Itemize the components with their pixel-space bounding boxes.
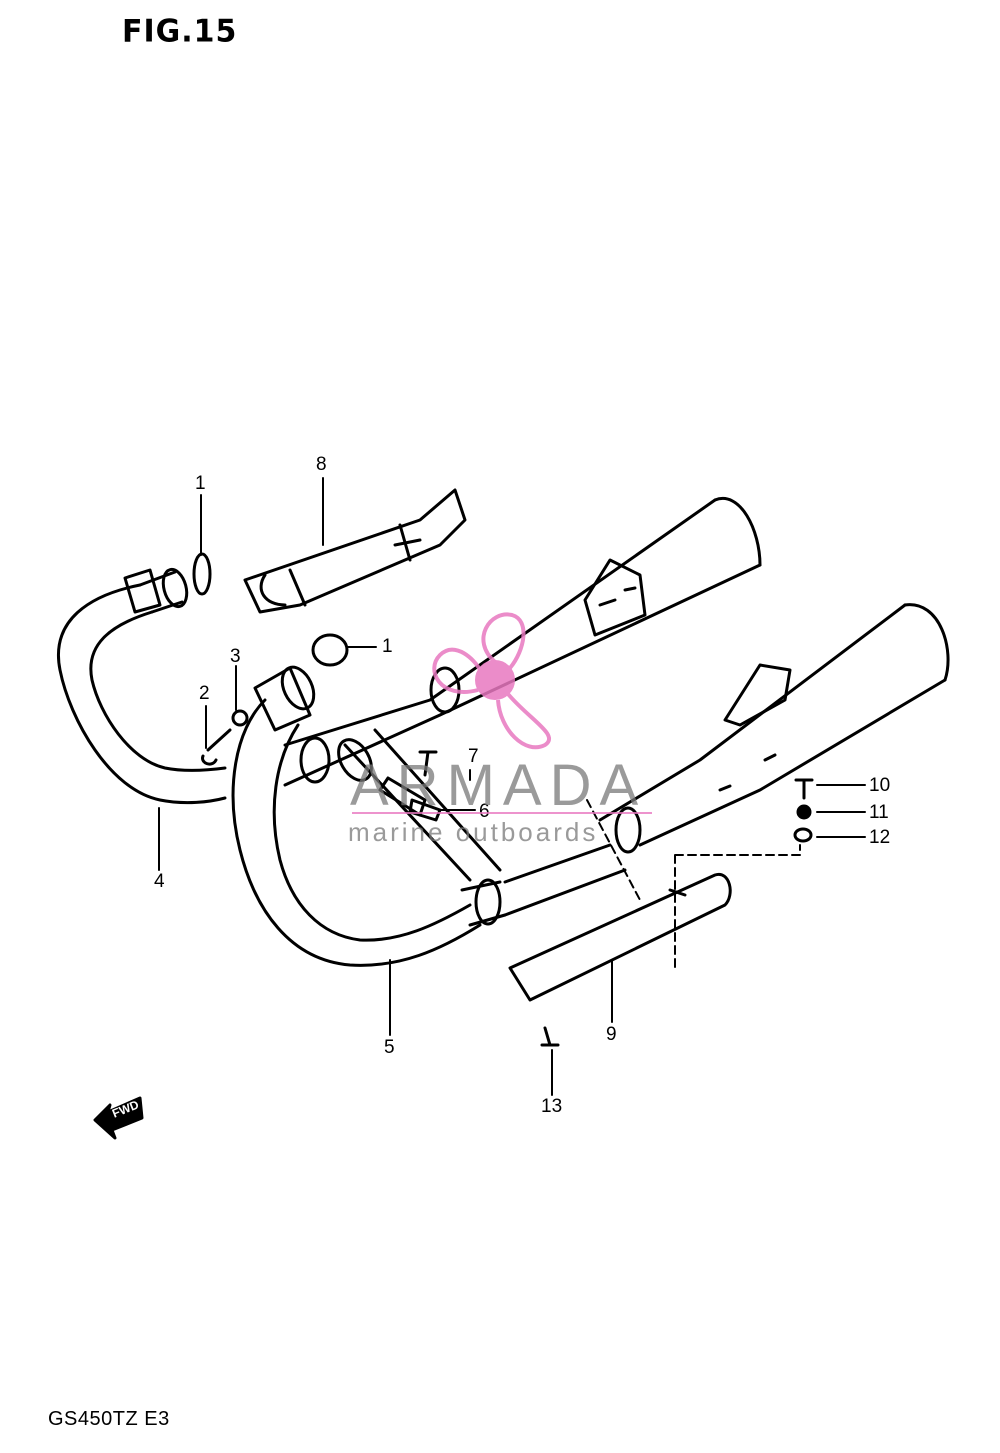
screw-13 <box>540 1026 560 1047</box>
bolt-7 <box>418 750 438 777</box>
callout-screw-shield: 13 <box>541 1096 563 1117</box>
figure-title: FIG.15 <box>122 13 238 50</box>
callout-clamp: 6 <box>479 802 490 821</box>
callout-exhaust-pipe-left: 4 <box>154 871 165 892</box>
leader-lines <box>158 477 866 1096</box>
callout-clamp-bolt: 7 <box>468 746 479 767</box>
callout-gasket-upper: 1 <box>195 473 206 494</box>
callout-gasket-lower: 1 <box>382 636 393 657</box>
muffler-upper <box>283 496 762 787</box>
watermark-tagline: marine outboards <box>348 817 599 847</box>
balance-tube <box>337 728 502 882</box>
washer-12 <box>793 827 813 843</box>
gasket-upper <box>192 552 212 596</box>
screw-10 <box>794 778 814 800</box>
bolt-2 <box>201 728 232 766</box>
callout-screw: 10 <box>869 775 891 796</box>
callout-washer-lower: 12 <box>869 827 891 848</box>
callout-washer: 3 <box>230 646 241 667</box>
watermark-divider <box>352 812 652 814</box>
nut-11 <box>796 804 812 820</box>
callout-exhaust-pipe-right: 5 <box>384 1037 395 1058</box>
propeller-logo-icon <box>432 612 551 750</box>
watermark-brand: ARMADA <box>350 753 647 818</box>
exhaust-pipe-right <box>231 665 642 967</box>
callout-heat-shield-upper: 8 <box>316 454 327 475</box>
clamp-6 <box>408 798 442 822</box>
model-code: GS450TZ E3 <box>48 1408 170 1430</box>
forward-arrow-icon <box>93 1096 144 1140</box>
callout-nut: 11 <box>869 802 889 823</box>
callout-heat-shield-lower: 9 <box>606 1024 617 1045</box>
muffler-lower <box>598 603 950 847</box>
heat-shield-upper <box>243 488 467 614</box>
gasket-lower <box>311 633 349 667</box>
washer-3 <box>231 709 249 727</box>
heat-shield-lower <box>508 872 732 1002</box>
callout-bolt: 2 <box>199 683 210 704</box>
exhaust-pipe-left <box>57 567 227 805</box>
